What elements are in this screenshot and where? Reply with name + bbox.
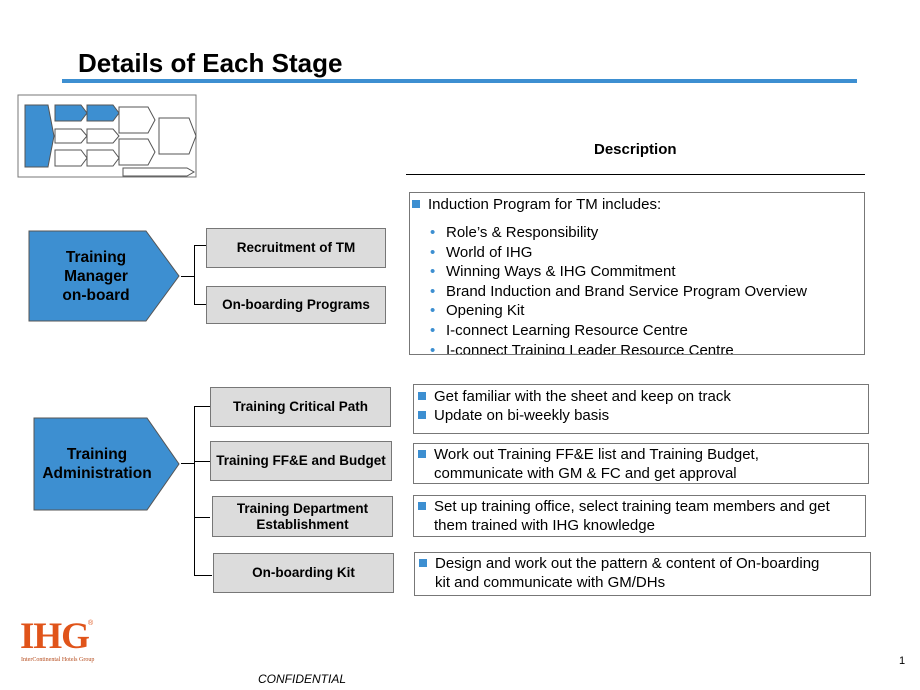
logo-letters: IHG (20, 616, 90, 657)
connector (194, 406, 210, 407)
bullet-dot-icon: • (430, 282, 436, 300)
description-line: Set up training office, select training … (434, 498, 830, 515)
logo-tagline: InterContinental Hotels Group (21, 657, 95, 663)
description-line: communicate with GM & FC and get approva… (434, 465, 737, 482)
stage-label-line: Training (66, 446, 128, 463)
item-label: Training FF&E and Budget (216, 453, 386, 468)
item-label: On-boarding Kit (252, 565, 355, 580)
description-line: Get familiar with the sheet and keep on … (434, 388, 731, 405)
stage-training-administration[interactable]: Training Administration (33, 417, 161, 511)
connector (194, 517, 210, 518)
connector (194, 245, 195, 305)
stage-label-line: Training (65, 248, 127, 266)
item-onboarding-kit[interactable]: On-boarding Kit (213, 553, 394, 593)
description-rule (406, 174, 865, 175)
bullet-dot-icon: • (430, 263, 436, 281)
bullet-square-icon (412, 200, 420, 208)
connector (194, 461, 210, 462)
stage-label-line: Administration (42, 465, 152, 482)
item-training-department-establishment[interactable]: Training Department Establishment (212, 496, 393, 537)
item-training-critical-path[interactable]: Training Critical Path (210, 387, 391, 427)
page-title: Details of Each Stage (78, 48, 343, 78)
confidential-label: CONFIDENTIAL (258, 672, 347, 686)
description-bullet: Winning Ways & IHG Commitment (446, 263, 676, 281)
connector (194, 406, 195, 576)
description-bullet: Brand Induction and Brand Service Progra… (446, 282, 808, 300)
stage-label-line: on-board (62, 286, 130, 304)
bullet-dot-icon: • (430, 341, 436, 355)
bullet-square-icon (419, 559, 427, 567)
description-bullet: I-connect Learning Resource Centre (446, 321, 688, 339)
description-line: Update on bi-weekly basis (434, 407, 610, 424)
thumb-stage-1 (24, 104, 55, 168)
description-line: Design and work out the pattern & conten… (435, 555, 820, 572)
description-department-establishment: Set up training office, select training … (413, 495, 866, 537)
connector (194, 304, 206, 305)
description-line: them trained with IHG knowledge (434, 517, 655, 534)
description-induction-program: Induction Program for TM includes: • Role… (409, 192, 865, 355)
description-critical-path: Get familiar with the sheet and keep on … (413, 384, 869, 434)
process-map-thumbnail (17, 94, 197, 178)
description-header: Description (594, 141, 677, 158)
item-recruitment-of-tm[interactable]: Recruitment of TM (206, 228, 386, 268)
description-bullet: I-connect Training Leader Resource Centr… (446, 341, 734, 355)
thumb-box-1 (54, 104, 88, 122)
thumb-box-2 (86, 104, 120, 122)
logo-registered-mark: ® (88, 620, 94, 627)
connector (181, 276, 194, 277)
description-heading: Induction Program for TM includes: (428, 196, 662, 213)
bullet-dot-icon: • (430, 302, 436, 320)
description-line: kit and communicate with GM/DHs (435, 574, 666, 591)
description-bullet: Role’s & Responsibility (446, 224, 599, 241)
bullet-dot-icon: • (430, 321, 436, 339)
description-onboarding-kit: Design and work out the pattern & conten… (414, 552, 871, 596)
ihg-logo: IHG ® InterContinental Hotels Group (20, 616, 115, 670)
stage-shape-training-manager (28, 230, 180, 322)
stage-training-manager-onboard[interactable]: Training Manager on-board (28, 230, 164, 322)
item-label: Training Critical Path (232, 399, 369, 414)
bullet-square-icon (418, 411, 426, 419)
bullet-square-icon (418, 392, 426, 400)
bullet-dot-icon: • (430, 243, 436, 261)
connector (194, 245, 206, 246)
description-line: Work out Training FF&E list and Training… (434, 446, 759, 463)
title-underline (62, 79, 857, 83)
bullet-square-icon (418, 450, 426, 458)
item-label: Establishment (256, 516, 349, 532)
page-number: 1 (899, 655, 906, 667)
connector (181, 463, 194, 464)
item-label: Training Department (236, 500, 369, 516)
description-bullet: Opening Kit (446, 302, 525, 320)
item-training-ffe-budget[interactable]: Training FF&E and Budget (210, 441, 392, 481)
stage-shape-training-administration (33, 417, 180, 511)
description-bullet: World of IHG (446, 243, 533, 261)
bullet-square-icon (418, 502, 426, 510)
stage-label-line: Manager (64, 267, 128, 285)
connector (194, 575, 212, 576)
description-ffe-budget: Work out Training FF&E list and Training… (413, 443, 869, 484)
item-onboarding-programs[interactable]: On-boarding Programs (206, 286, 386, 324)
bullet-dot-icon: • (430, 224, 436, 241)
